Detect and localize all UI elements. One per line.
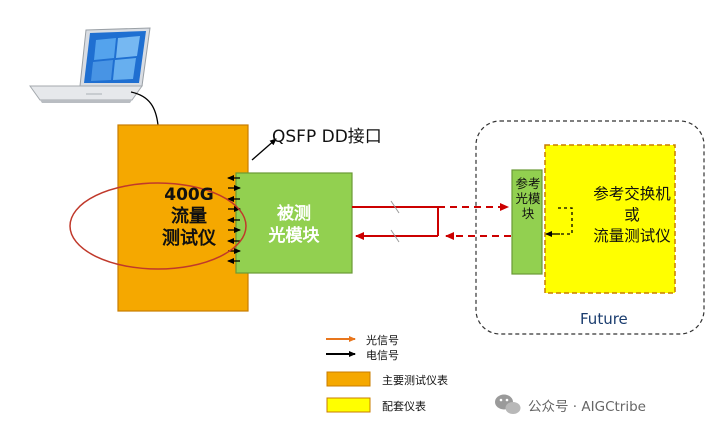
qsfp-label: QSFP DD接口 bbox=[272, 127, 382, 147]
main-instrument-line2: 流量 bbox=[171, 206, 207, 227]
dut-module-box bbox=[235, 172, 353, 274]
dut-label: 被测 光模块 bbox=[236, 203, 352, 247]
reference-device-line2: 或 bbox=[624, 206, 640, 224]
laptop-cable bbox=[130, 91, 159, 126]
qsfp-pointer-arrow bbox=[251, 138, 277, 161]
legend-main-label: 主要测试仪表 bbox=[382, 374, 448, 387]
reference-device-label: 参考交换机 或 流量测试仪 bbox=[578, 184, 686, 247]
electrical-signal-arrows bbox=[227, 175, 241, 264]
legend-main-swatch-icon bbox=[326, 371, 371, 387]
dut-line2: 光模块 bbox=[268, 226, 320, 246]
main-instrument-line1: 400G bbox=[164, 185, 214, 205]
legend-graphics bbox=[326, 336, 371, 413]
wechat-icon bbox=[495, 394, 521, 414]
reference-module-box bbox=[511, 169, 543, 275]
reference-device-box bbox=[544, 144, 676, 294]
future-label: Future bbox=[580, 310, 628, 328]
main-test-instrument-box bbox=[117, 124, 249, 312]
watermark-name: AIGCtribe bbox=[581, 399, 646, 415]
main-instrument-line3: 测试仪 bbox=[162, 228, 216, 249]
watermark-brand: 公众号 bbox=[528, 399, 569, 415]
highlight-ellipse bbox=[69, 182, 247, 270]
reference-device-line3: 流量测试仪 bbox=[593, 227, 671, 245]
legend-electrical-label: 电信号 bbox=[366, 349, 399, 362]
legend-aux-label: 配套仪表 bbox=[382, 400, 426, 413]
module-device-link bbox=[558, 207, 573, 235]
main-instrument-label: 400G 流量 测试仪 bbox=[130, 184, 248, 250]
watermark-separator: · bbox=[572, 399, 578, 415]
reference-device-line1: 参考交换机 bbox=[593, 185, 671, 203]
watermark: 公众号 · AIGCtribe bbox=[528, 395, 646, 415]
optical-signal-path bbox=[352, 200, 511, 243]
laptop-icon bbox=[29, 27, 151, 103]
legend-optical-label: 光信号 bbox=[366, 334, 399, 347]
legend-aux-swatch-icon bbox=[326, 397, 371, 413]
dut-line1: 被测 bbox=[277, 204, 311, 224]
reference-module-label: 参考光模块 bbox=[515, 176, 541, 221]
